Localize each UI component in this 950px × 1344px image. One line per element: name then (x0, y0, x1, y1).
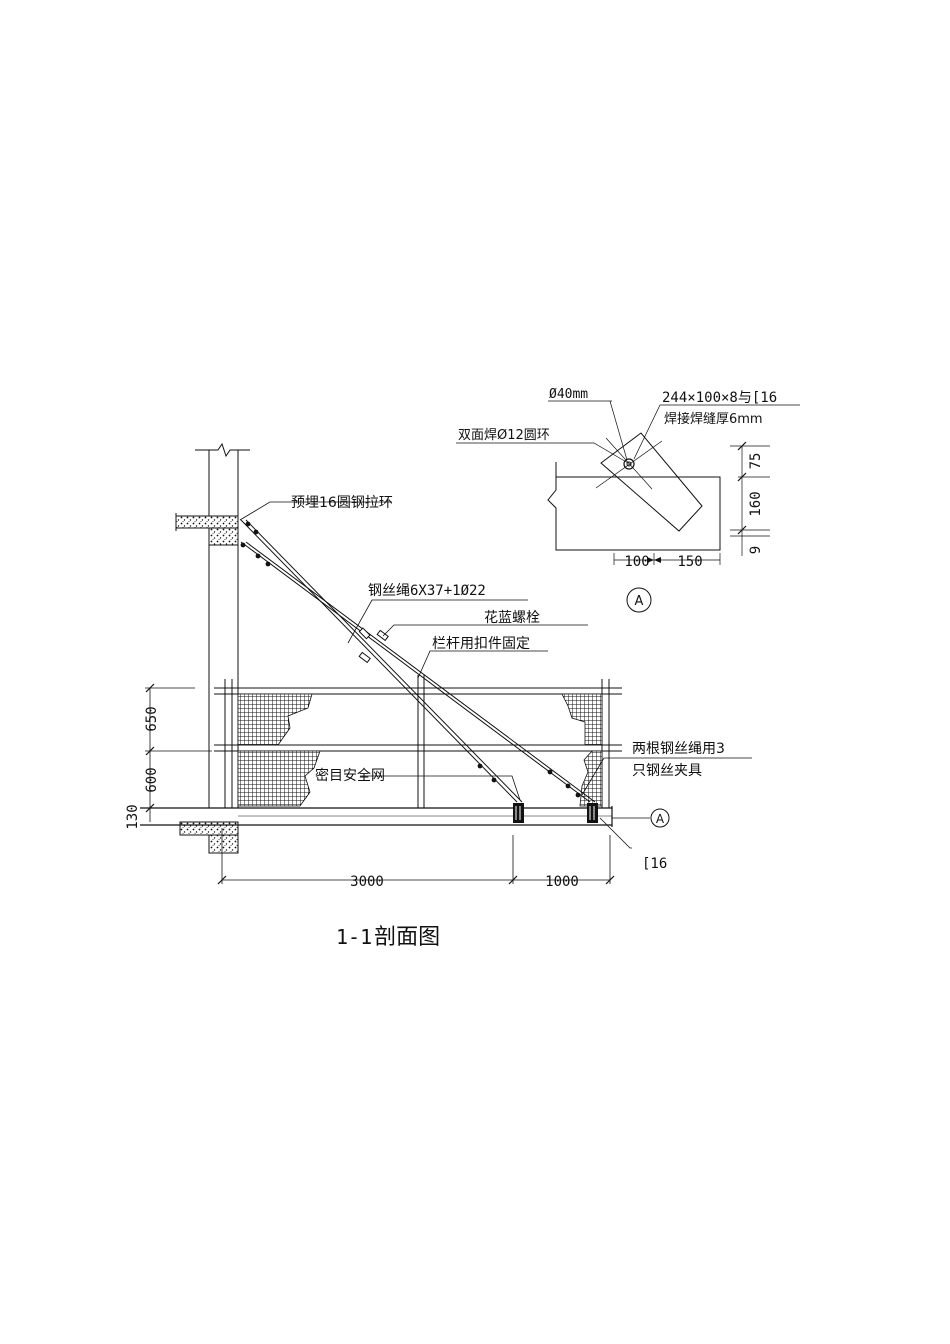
wire-rope-label: 钢丝绳6X37+1Ø22 (368, 583, 486, 599)
embedded-ring-label: 预埋16圆钢拉环 (291, 495, 393, 511)
detail-dim-160: 160 (748, 491, 764, 516)
vertical-dimensions (145, 683, 212, 822)
wire-clamp-dot (547, 769, 553, 775)
dim-3000: 3000 (350, 874, 384, 890)
wire-clamp-dot (491, 777, 497, 783)
wire-clamp-label-line1: 两根钢丝绳用3 (632, 741, 725, 757)
leader-lines (239, 501, 752, 849)
detail-a (456, 400, 800, 565)
dim-600: 600 (144, 767, 160, 792)
dim-130: 130 (125, 804, 141, 829)
wire-ropes (240, 519, 596, 803)
wire-clamp-dot (253, 529, 259, 535)
dim-650: 650 (144, 706, 160, 731)
wire-clamp-dot (265, 561, 271, 567)
section-caption: 1-1剖面图 (336, 925, 440, 950)
detail-mark-letter: A (635, 594, 644, 609)
safety-net (237, 693, 603, 807)
turnbuckle-body (358, 651, 371, 664)
detail-dim-75: 75 (748, 453, 764, 470)
turnbuckle-label: 花蓝螺栓 (484, 610, 540, 626)
wire-clamp-dot (565, 783, 571, 789)
detail-weld-ring-label: 双面焊Ø12圆环 (458, 427, 550, 443)
wire-clamp-dot (255, 553, 261, 559)
horizontal-dimensions (217, 828, 615, 885)
turnbuckle-body (358, 627, 371, 640)
wire-clamp-dot (575, 792, 581, 798)
channel-label: [16 (642, 856, 667, 872)
wire-clamp-dot (245, 521, 251, 527)
section-mark-circle: A (650, 808, 670, 828)
safety-net-label: 密目安全网 (315, 767, 385, 784)
wire-clamp-dot (240, 542, 246, 548)
detail-diameter-label: Ø40mm (549, 387, 588, 402)
wire-clamp-dot (477, 763, 483, 769)
railing-clamp-label: 栏杆用扣件固定 (432, 636, 530, 652)
channel-anchors (513, 803, 598, 823)
detail-dim-150: 150 (677, 554, 702, 570)
wire-clamp-label-line2: 只钢丝夹具 (632, 763, 702, 779)
section-mark-letter: A (656, 812, 665, 826)
upper-slab (175, 513, 239, 546)
detail-dim-100: 100 (624, 554, 649, 570)
turnbuckle-body (376, 629, 389, 642)
detail-plate-line2: 焊接焊缝厚6mm (664, 411, 763, 427)
detail-dim-9: 9 (748, 546, 764, 554)
lower-slab (179, 821, 239, 854)
detail-mark-circle: A (626, 587, 652, 613)
platform-deck (140, 806, 613, 827)
dim-1000: 1000 (545, 874, 579, 890)
detail-plate-line1: 244×100×8与[16 (662, 390, 777, 406)
